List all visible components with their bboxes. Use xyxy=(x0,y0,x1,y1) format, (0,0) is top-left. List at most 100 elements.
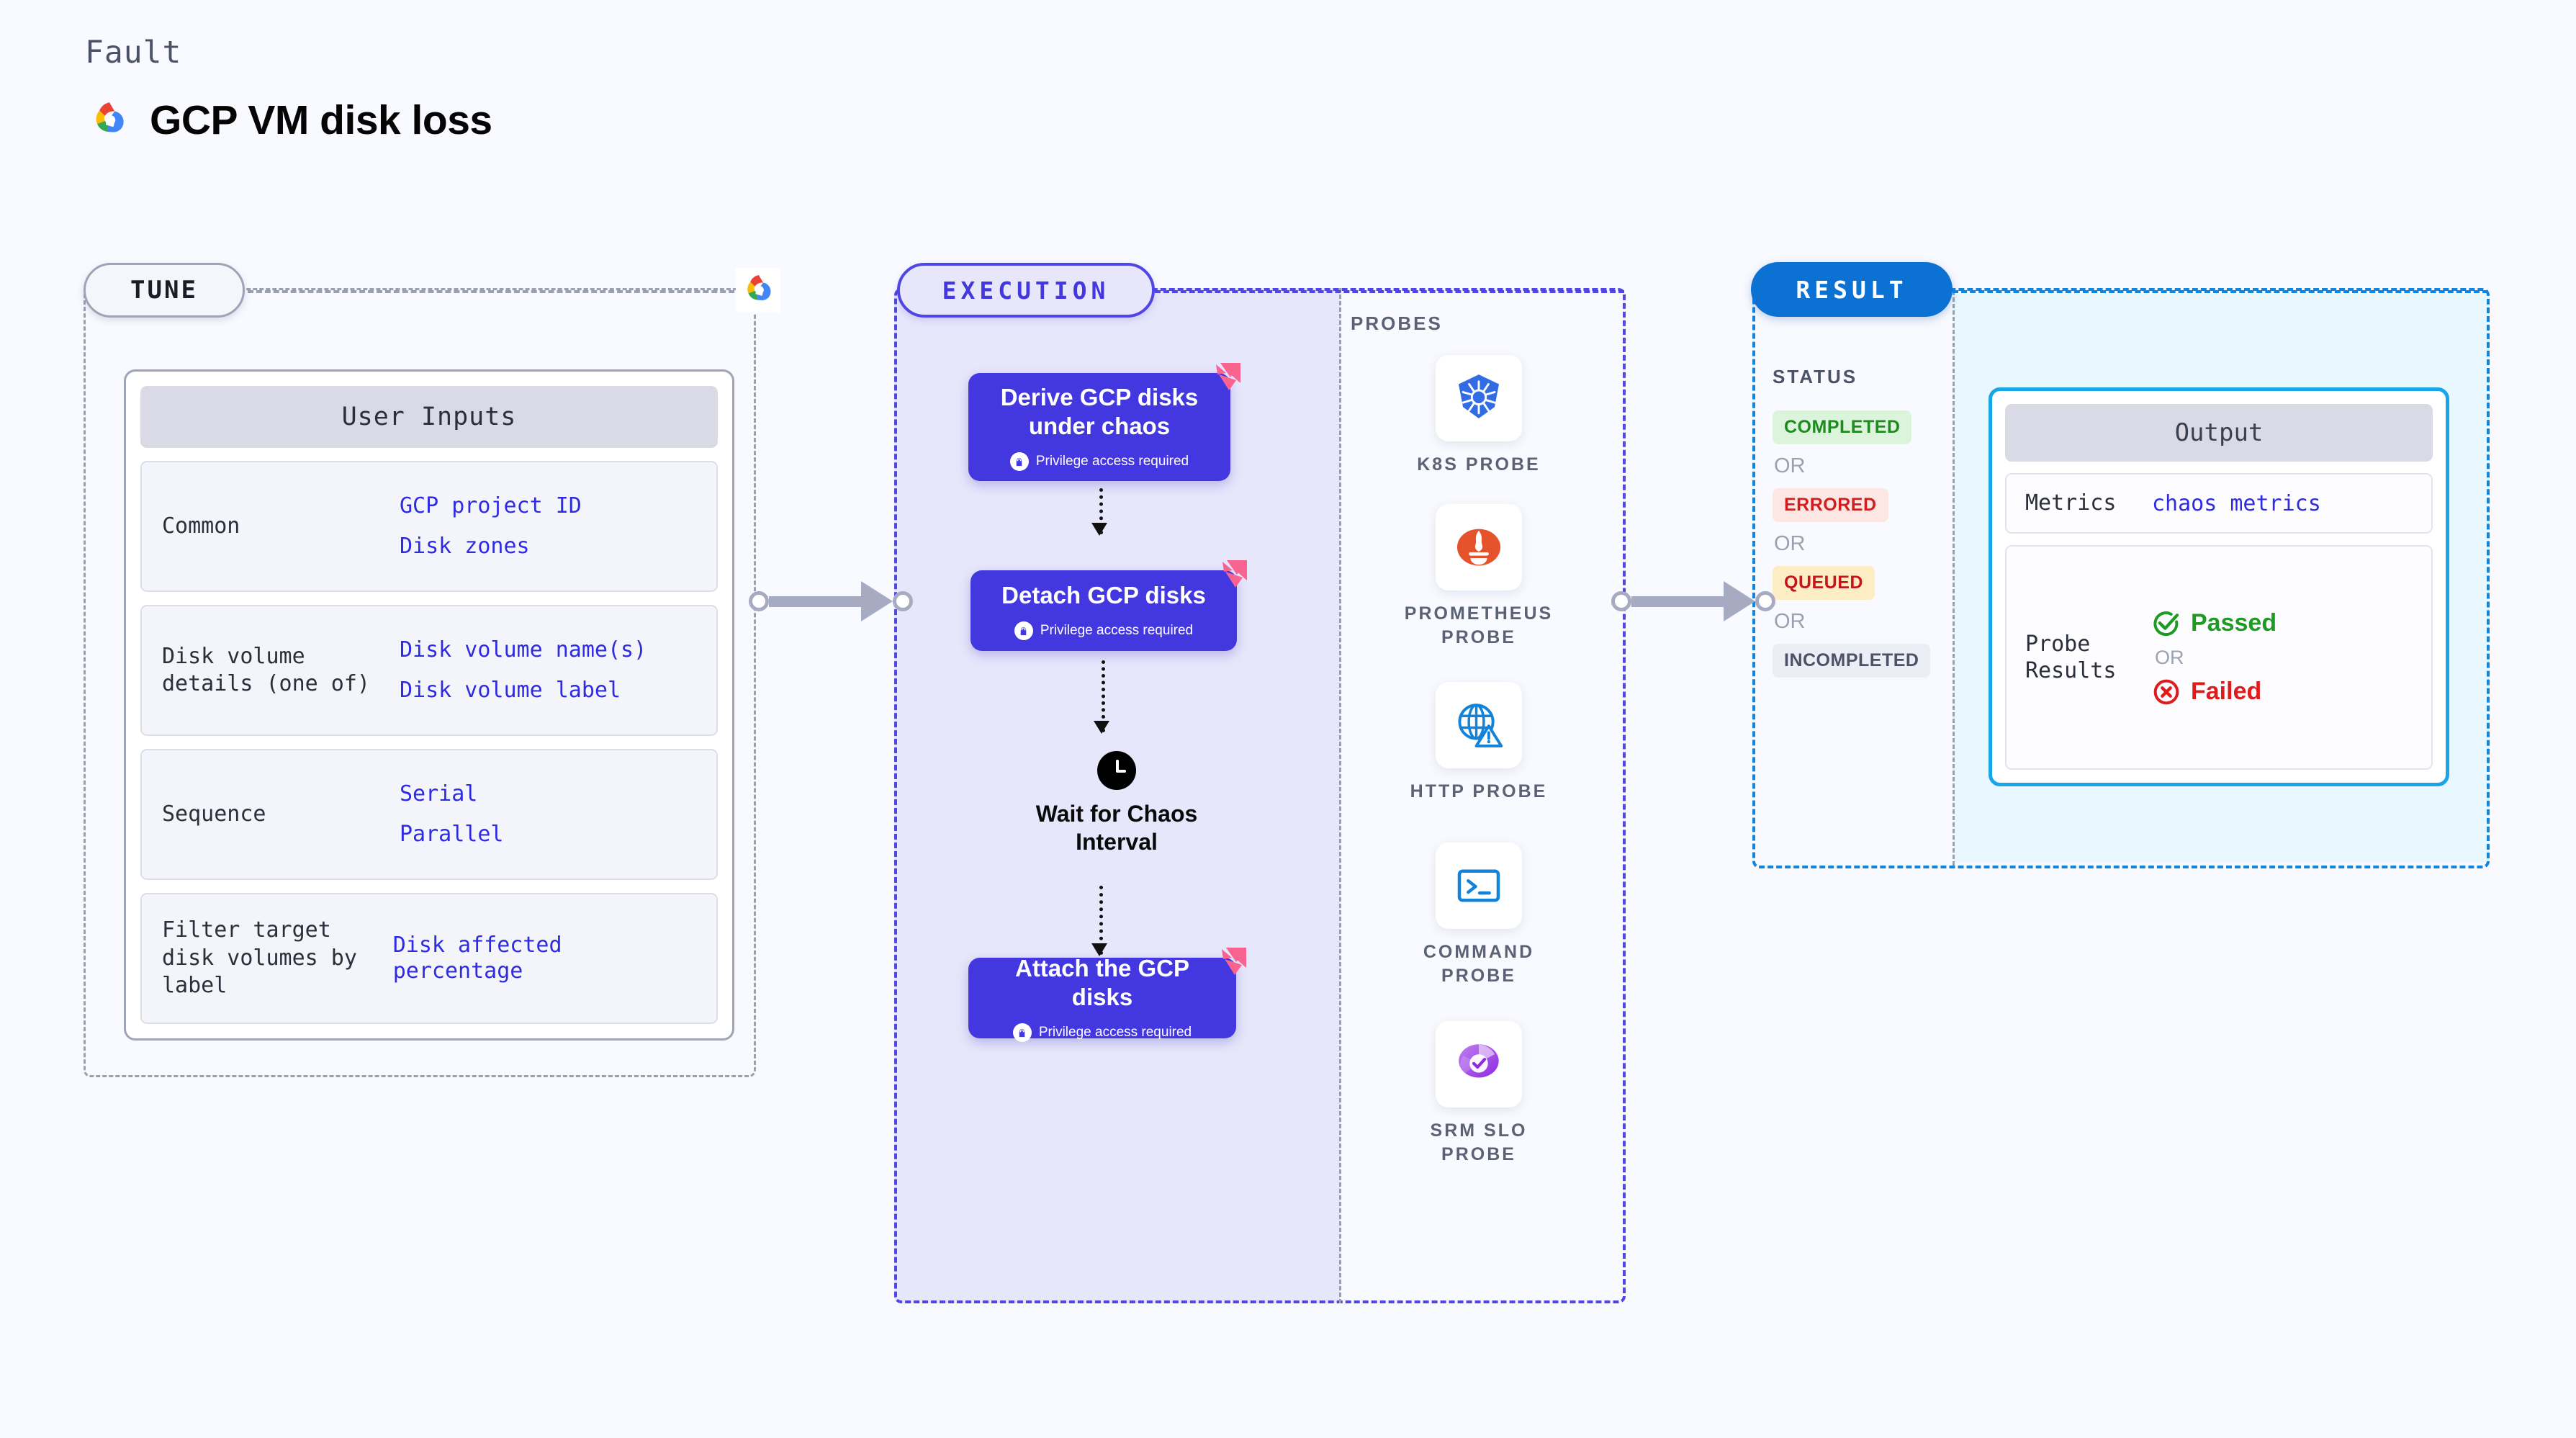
row-label: Disk volume details (one of) xyxy=(162,643,370,696)
user-inputs-row[interactable]: Sequence Serial Parallel xyxy=(140,749,718,880)
probe-srm-slo[interactable]: SRM SLO PROBE xyxy=(1392,1021,1565,1166)
arrow-head xyxy=(1094,721,1109,734)
probe-prometheus[interactable]: PROMETHEUS PROBE xyxy=(1392,504,1565,649)
execution-step-derive-disks[interactable]: Derive GCP disks under chaos Privilege a… xyxy=(968,363,1240,481)
connector-line xyxy=(1631,596,1725,607)
row-value[interactable]: GCP project ID xyxy=(400,493,582,518)
probe-results-values: Passed OR Failed xyxy=(2152,609,2276,706)
execution-section-badge[interactable]: EXECUTION xyxy=(897,263,1155,318)
tune-badge-connector xyxy=(248,290,752,293)
page-header: Fault GCP VM disk loss xyxy=(85,35,492,144)
page-title: GCP VM disk loss xyxy=(150,97,492,143)
arrow-line xyxy=(1099,488,1103,534)
probe-command[interactable]: COMMAND PROBE xyxy=(1392,842,1565,987)
http-globe-warning-icon xyxy=(1436,682,1522,768)
probe-label: SRM SLO PROBE xyxy=(1430,1120,1528,1164)
privilege-note: Privilege access required xyxy=(1012,1023,1192,1043)
row-label: Common xyxy=(162,513,240,539)
row-value[interactable]: Serial xyxy=(400,781,478,806)
connector-arrow-head xyxy=(1724,581,1755,621)
user-inputs-row[interactable]: Common GCP project ID Disk zones xyxy=(140,461,718,592)
user-inputs-row[interactable]: Disk volume details (one of) Disk volume… xyxy=(140,605,718,736)
output-probe-results-row: Probe Results Passed OR Failed xyxy=(2005,545,2433,770)
execution-section-frame xyxy=(894,288,1626,1303)
probe-label: K8S PROBE xyxy=(1417,454,1541,475)
connector-start-dot xyxy=(749,591,769,611)
connector-start-dot xyxy=(1611,591,1631,611)
status-badge-queued: QUEUED xyxy=(1773,566,1875,600)
tune-section-badge[interactable]: TUNE xyxy=(84,263,245,318)
status-badge-errored: ERRORED xyxy=(1773,488,1888,522)
row-values: Disk affected percentage xyxy=(393,933,696,984)
status-title: STATUS xyxy=(1773,366,1858,387)
arrow-line xyxy=(1102,660,1105,732)
privilege-text: Privilege access required xyxy=(1035,454,1189,469)
row-value[interactable]: Disk volume label xyxy=(400,678,621,703)
lock-icon xyxy=(1009,452,1029,472)
clock-icon xyxy=(1097,751,1136,790)
x-circle-icon xyxy=(2153,679,2179,704)
or-label: OR xyxy=(1774,454,1806,477)
gcp-logo-icon xyxy=(736,268,780,313)
probe-result-failed: Failed xyxy=(2152,678,2276,706)
execution-to-result-connector xyxy=(1611,581,1775,621)
row-value[interactable]: Disk volume name(s) xyxy=(400,637,647,662)
status-badge-incompleted: INCOMPLETED xyxy=(1773,644,1931,678)
step-title: Derive GCP disks under chaos xyxy=(1000,383,1199,439)
metrics-value[interactable]: chaos metrics xyxy=(2152,490,2321,516)
probe-label: COMMAND PROBE xyxy=(1423,942,1535,986)
or-label: OR xyxy=(2155,646,2184,668)
output-metrics-row[interactable]: Metrics chaos metrics xyxy=(2005,473,2433,534)
probe-label: PROMETHEUS PROBE xyxy=(1404,603,1554,647)
check-circle-icon xyxy=(2153,611,2179,636)
chaos-fault-marker-icon xyxy=(1207,361,1242,393)
row-label: Filter target disk volumes by label xyxy=(162,917,357,999)
wait-label: Wait for Chaos Interval xyxy=(1035,801,1198,855)
privilege-text: Privilege access required xyxy=(1040,623,1194,639)
execution-badge-connector xyxy=(1155,290,1624,293)
user-inputs-title: User Inputs xyxy=(140,386,718,448)
row-value[interactable]: Disk affected percentage xyxy=(392,933,562,984)
tune-section-frame xyxy=(84,288,756,1077)
row-values: Serial Parallel xyxy=(400,781,504,848)
or-label: OR xyxy=(1774,610,1806,633)
row-value[interactable]: Disk zones xyxy=(400,534,530,559)
row-values: GCP project ID Disk zones xyxy=(400,493,582,560)
arrow-line xyxy=(1099,886,1103,955)
prometheus-icon xyxy=(1436,504,1522,590)
user-inputs-row[interactable]: Filter target disk volumes by label Disk… xyxy=(140,893,718,1024)
result-section-badge[interactable]: RESULT xyxy=(1751,262,1953,317)
privilege-note: Privilege access required xyxy=(1009,452,1189,472)
terminal-icon xyxy=(1436,842,1522,929)
probe-k8s[interactable]: K8S PROBE xyxy=(1392,355,1565,477)
or-label: OR xyxy=(1774,532,1806,555)
status-list: COMPLETED OR ERRORED OR QUEUED OR INCOMP… xyxy=(1773,410,1938,678)
probe-http[interactable]: HTTP PROBE xyxy=(1392,682,1565,804)
result-badge-connector xyxy=(1953,290,2488,293)
connector-line xyxy=(769,596,863,607)
status-badge-completed: COMPLETED xyxy=(1773,410,1912,444)
connector-end-dot xyxy=(893,591,913,611)
row-value[interactable]: Parallel xyxy=(400,822,504,847)
metrics-label: Metrics xyxy=(2025,490,2117,516)
srm-slo-icon xyxy=(1436,1021,1522,1107)
execution-step-attach-disks[interactable]: Attach the GCP disks Privilege access re… xyxy=(968,948,1246,1043)
connector-end-dot xyxy=(1755,591,1775,611)
lock-icon xyxy=(1012,1023,1032,1043)
title-row: GCP VM disk loss xyxy=(85,96,492,144)
arrow-head xyxy=(1091,943,1107,956)
arrow-head xyxy=(1091,523,1107,536)
result-divider xyxy=(1953,291,1955,866)
output-title: Output xyxy=(2005,404,2433,462)
chaos-fault-marker-icon xyxy=(1213,946,1248,978)
execution-step-detach-disks[interactable]: Detach GCP disks Privilege access requir… xyxy=(970,560,1247,651)
eyebrow-label: Fault xyxy=(85,35,182,71)
probe-results-label: Probe Results xyxy=(2025,631,2117,684)
row-label: Sequence xyxy=(162,801,266,827)
execution-wait-node[interactable]: Wait for Chaos Interval xyxy=(1030,751,1204,856)
gcp-logo-icon xyxy=(85,96,132,144)
passed-label: Passed xyxy=(2191,609,2277,637)
privilege-text: Privilege access required xyxy=(1038,1025,1192,1041)
output-card: Output Metrics chaos metrics Probe Resul… xyxy=(1989,387,2449,786)
probes-divider xyxy=(1339,288,1341,1303)
